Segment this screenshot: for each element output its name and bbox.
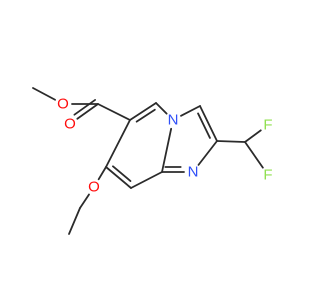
bond-ring-c8-ring-c7-inner xyxy=(112,165,132,182)
bond-ring-c2-ring-n1 xyxy=(197,140,218,166)
bond-ring-c8a-ring-c8 xyxy=(130,171,163,189)
atom-ethoxy-o: O xyxy=(86,179,102,196)
atom-label-n: N xyxy=(168,112,179,129)
atom-label-f: F xyxy=(263,167,272,184)
atom-label-background xyxy=(86,179,102,195)
bond-ring-c8a-bridge-n4 xyxy=(161,127,173,173)
bond-ring-c8-ring-c7 xyxy=(105,166,132,189)
bond-layer xyxy=(32,87,264,235)
atom-label-n: N xyxy=(188,164,199,181)
atom-label-background xyxy=(185,164,201,180)
atom-label-background xyxy=(260,117,276,133)
atom-label-background xyxy=(62,116,78,132)
atom-ester-o-single: O xyxy=(55,96,71,113)
atom-ring-n1: N xyxy=(185,164,201,181)
bond-chf2-c-fluorine-lower xyxy=(244,141,264,169)
atom-label-o: O xyxy=(64,116,76,133)
atom-label-background xyxy=(55,96,71,112)
bond-ring-c3-ring-c2 xyxy=(199,105,218,142)
atom-fluorine-lower: F xyxy=(260,167,276,184)
atom-label-background xyxy=(260,167,276,183)
bond-ring-c2-chf2-c xyxy=(216,140,246,143)
atom-label-background xyxy=(165,112,181,128)
bond-ring-c7-ring-c6 xyxy=(105,119,131,168)
bond-ring-c6-ring-c5 xyxy=(129,102,157,121)
bond-ethoxy-ch2-ethoxy-ch3 xyxy=(68,207,81,235)
bond-carbonyl-c-ring-c6 xyxy=(97,103,131,121)
atom-fluorine-upper: F xyxy=(260,117,276,134)
bond-ethoxy-o-ethoxy-ch2 xyxy=(79,193,90,209)
bond-carbonyl-c-carbonyl-o-second xyxy=(73,99,96,116)
atom-label-f: F xyxy=(263,117,272,134)
bond-ring-c7-ethoxy-o xyxy=(97,166,107,181)
atom-carbonyl-o: O xyxy=(62,116,78,133)
bond-ester-methyl-c-ester-o-single xyxy=(32,87,56,101)
bond-ring-c5-bridge-n4 xyxy=(155,102,168,115)
bond-chf2-c-fluorine-upper xyxy=(244,129,262,143)
atom-bridge-n4: N xyxy=(165,112,181,129)
bond-ring-c6-ring-c5-inner xyxy=(135,108,156,123)
bond-ring-c3-ring-c2-inner xyxy=(197,112,211,139)
bond-carbonyl-c-carbonyl-o xyxy=(76,103,99,120)
atom-label-o: O xyxy=(88,179,100,196)
bond-bridge-n4-ring-c3 xyxy=(180,105,201,117)
atom-label-o: O xyxy=(57,96,69,113)
